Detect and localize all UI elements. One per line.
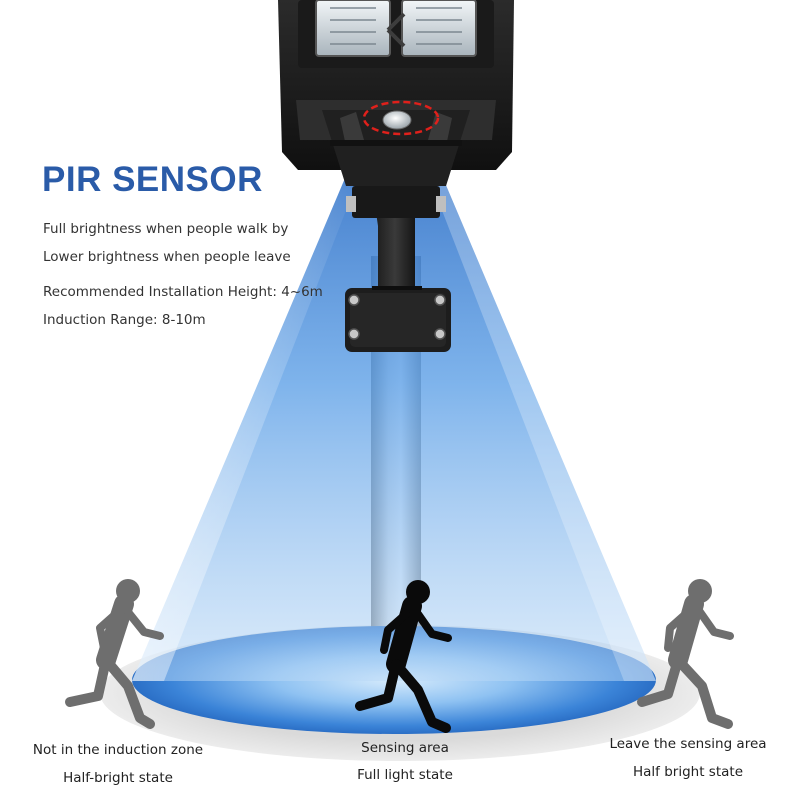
sensor-highlight-ring bbox=[362, 100, 440, 136]
street-lamp-icon bbox=[278, 0, 514, 218]
zone-left-name: Not in the induction zone bbox=[32, 742, 204, 758]
zone-right-state: Half bright state bbox=[633, 764, 743, 780]
runner-icon-left bbox=[65, 579, 164, 729]
feature-full-brightness: Full brightness when people walk by bbox=[43, 221, 289, 237]
feature-lower-brightness: Lower brightness when people leave bbox=[43, 249, 291, 265]
feature-induction-range: Induction Range: 8-10m bbox=[43, 312, 206, 328]
zone-center-state: Full light state bbox=[357, 767, 453, 783]
runner-icon-right bbox=[637, 579, 734, 729]
mounting-bracket bbox=[345, 205, 451, 352]
zone-center-name: Sensing area bbox=[361, 740, 449, 756]
sensor-beam bbox=[132, 138, 656, 681]
page-title: PIR SENSOR bbox=[42, 160, 263, 199]
zone-left-state: Half-bright state bbox=[63, 770, 173, 786]
feature-installation-height: Recommended Installation Height: 4~6m bbox=[43, 284, 323, 300]
pir-sensor-icon bbox=[362, 100, 440, 136]
sensor-beam-highlight bbox=[132, 138, 374, 681]
runner-icon-center bbox=[355, 580, 452, 733]
zone-right-name: Leave the sensing area bbox=[609, 736, 767, 752]
